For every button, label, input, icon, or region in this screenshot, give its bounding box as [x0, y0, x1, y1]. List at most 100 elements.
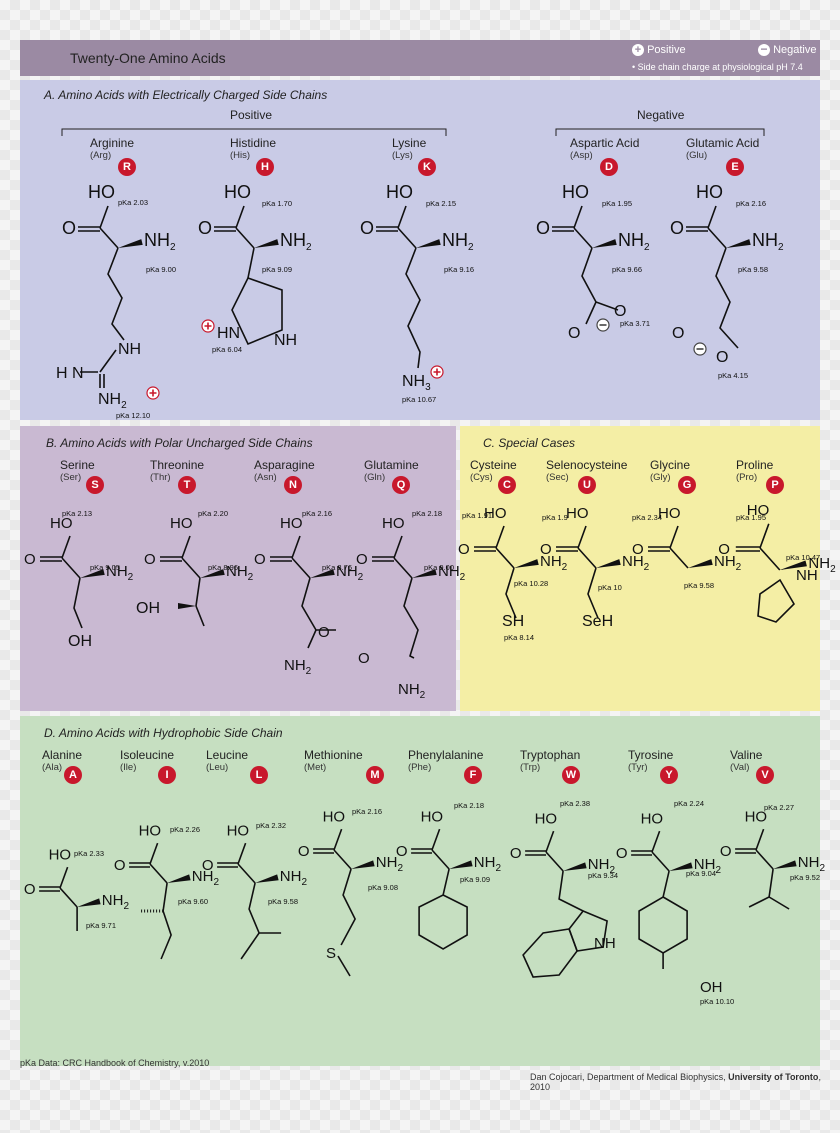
pka-label: pKa 2.24	[674, 799, 704, 808]
aa-name-i: Isoleucine	[120, 748, 175, 762]
hn-label: HN	[217, 325, 240, 342]
hydroxyl-label: HO	[641, 811, 664, 828]
bond	[545, 830, 555, 853]
side-chain	[160, 910, 172, 960]
bond	[669, 547, 689, 569]
side-chain	[442, 868, 450, 896]
aa-code-badge-q: Q	[392, 476, 410, 494]
hydroxyl-label: HO	[170, 515, 193, 532]
side-chain	[162, 882, 168, 912]
oxygen-label: O	[614, 303, 626, 320]
bond	[768, 896, 790, 910]
aa-code-badge-v: V	[756, 766, 774, 784]
side-chain	[581, 247, 619, 311]
aa-code-badge-p: P	[766, 476, 784, 494]
bond	[59, 887, 78, 908]
bond	[393, 535, 403, 559]
pka-label: pKa 9.58	[738, 265, 768, 274]
bond	[707, 205, 717, 229]
pka-label: pKa 2.15	[426, 199, 456, 208]
oxygen-label: O	[24, 881, 36, 898]
subscript: 2	[420, 690, 426, 701]
aa-name-k: Lysine	[392, 136, 427, 150]
oxygen-label: O	[396, 843, 408, 860]
pka-label: pKa 2.27	[764, 803, 794, 812]
aa-abbr-a: (Ala)	[42, 762, 63, 773]
amine-label: NH2	[376, 854, 404, 874]
aa-code-badge-u: U	[578, 476, 596, 494]
wedge-bond	[779, 560, 807, 570]
aa-code-badge-t: T	[178, 476, 196, 494]
amine-label: NH2	[336, 563, 364, 583]
hydroxyl-label: HO	[386, 182, 413, 202]
hydroxyl-label: HO	[747, 502, 770, 519]
bond	[545, 851, 564, 872]
amine-label: NH2	[714, 553, 742, 573]
pka-label: pKa 9.00	[424, 563, 454, 572]
bond	[149, 863, 168, 884]
amine-label: NH2	[192, 868, 220, 888]
subscript: 2	[830, 564, 836, 575]
wedge-bond	[412, 569, 437, 578]
bond	[397, 205, 407, 229]
oxygen-label: O	[568, 325, 580, 342]
section-d-title: D. Amino Acids with Hydrophobic Side Cha…	[44, 726, 283, 740]
pka-label: pKa 9.09	[460, 875, 490, 884]
aa-name-l: Leucine	[206, 748, 249, 762]
title-bar: Twenty-One Amino Acids	[20, 40, 820, 76]
bond	[397, 227, 417, 249]
side-chain	[558, 870, 584, 912]
pka-label: pKa 2.20	[198, 509, 228, 518]
bond	[573, 227, 593, 249]
nh-label: NH	[594, 935, 616, 952]
subscript: 2	[460, 572, 466, 583]
aa-abbr-u: (Sec)	[546, 472, 569, 483]
aa-name-e: Glutamic Acid	[686, 136, 760, 150]
pka-label: pKa 2.33	[74, 849, 104, 858]
aa-abbr-i: (Ile)	[120, 762, 137, 773]
aa-abbr-r: (Arg)	[90, 150, 112, 161]
wedge-bond	[178, 603, 196, 609]
aa-name-t: Threonine	[150, 458, 205, 472]
subscript: 2	[495, 863, 501, 874]
wedge-bond	[254, 239, 279, 248]
pka-label: pKa 9.66	[612, 265, 642, 274]
positive-charge-icon	[201, 319, 215, 333]
pyrrole-ring	[568, 910, 608, 952]
aa-code-badge-i: I	[158, 766, 176, 784]
aa-name-y: Tyrosine	[628, 748, 674, 762]
plus-icon: +	[632, 44, 644, 57]
amine-label: NH2	[622, 553, 650, 573]
footer-credit: Dan Cojocari, Department of Medical Biop…	[530, 1072, 821, 1092]
aa-code-badge-l: L	[250, 766, 268, 784]
bond	[291, 535, 301, 559]
bond	[235, 227, 255, 249]
panel-special	[460, 426, 820, 711]
bond	[577, 525, 587, 549]
side-chain	[107, 247, 125, 341]
amine-label: NH2	[102, 892, 130, 912]
amine-label: NH2	[280, 230, 312, 253]
side-chain	[505, 567, 517, 619]
bond	[99, 349, 117, 373]
wedge-bond	[200, 569, 225, 578]
panel-polar	[20, 426, 456, 711]
wedge-bond	[416, 239, 441, 248]
bond	[495, 547, 515, 569]
pka-label: pKa 2.16	[302, 509, 332, 518]
aa-abbr-e: (Glu)	[686, 150, 708, 161]
benzene-ring	[418, 894, 468, 950]
aa-code-badge-r: R	[118, 158, 136, 176]
benzene-ring	[638, 896, 688, 954]
bond	[181, 557, 201, 579]
bond	[59, 866, 69, 889]
aa-abbr-y: (Tyr)	[628, 762, 648, 773]
oxygen-label: O	[356, 551, 368, 568]
pka-label: pKa 1.95	[736, 513, 766, 522]
thiol-label: SH	[502, 613, 524, 630]
section-a-title: A. Amino Acids with Electrically Charged…	[44, 88, 328, 102]
subscript: 2	[562, 562, 568, 573]
bond	[237, 863, 256, 884]
pka-label: pKa 2.18	[454, 801, 484, 810]
